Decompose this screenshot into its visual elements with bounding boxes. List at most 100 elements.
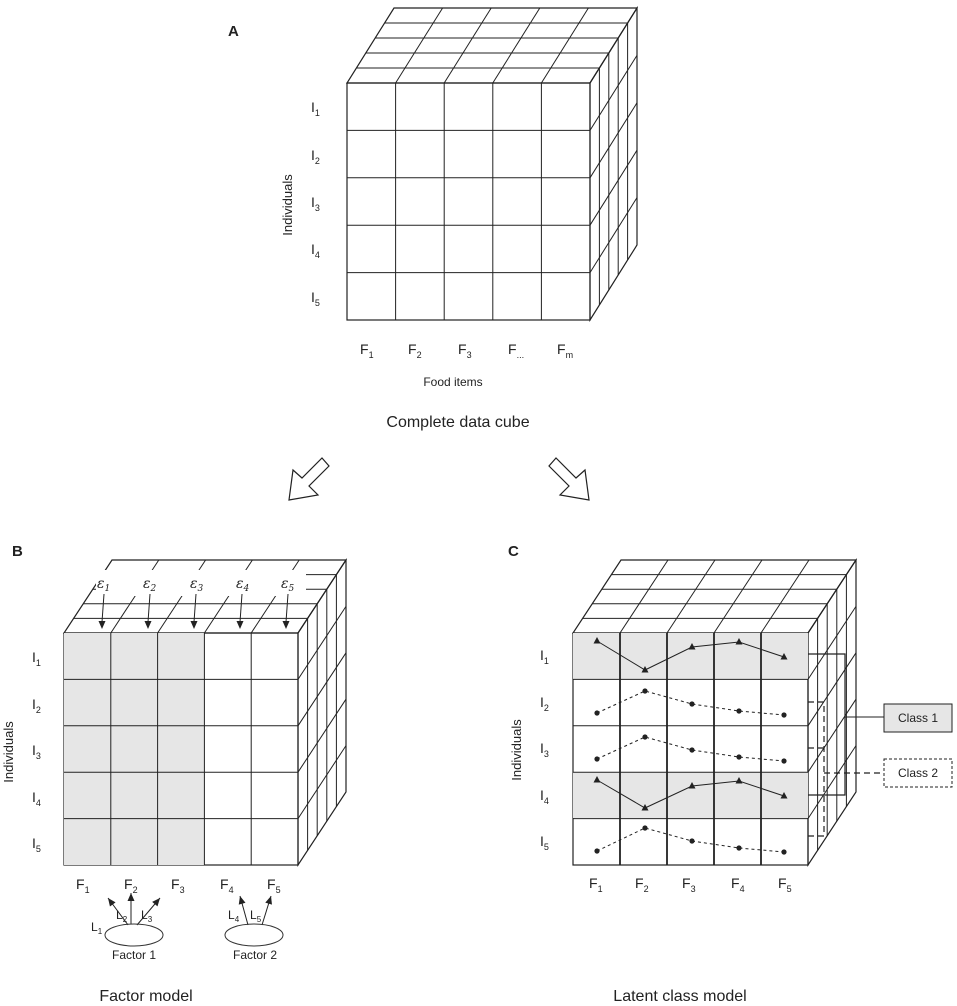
col-label-fm: Fm — [557, 341, 573, 360]
col-label-f4: F4 — [731, 875, 745, 894]
arrow-to-latent-class-model — [548, 457, 590, 501]
error-arrow-shaft — [239, 593, 243, 623]
error-label-e1: ε1 — [97, 576, 110, 594]
top-grid-depth-line — [713, 559, 763, 634]
panel-a-x-axis-label: Food items — [423, 375, 482, 389]
cube-a — [345, 5, 639, 323]
right-grid-depth-line — [589, 149, 638, 226]
loading-arrow-l1-head — [108, 898, 116, 907]
profile-marker-triangle — [641, 804, 649, 811]
cube-c-right-face — [807, 557, 857, 868]
right-grid-depth-line — [807, 698, 857, 773]
panel-c-y-axis-label: Individuals — [509, 719, 524, 781]
right-grid-depth-line — [297, 652, 347, 727]
error-arrow-head — [282, 621, 290, 629]
profile-marker-dot — [736, 845, 742, 851]
profile-line-i5 — [596, 827, 785, 853]
row-label-i1: I1 — [311, 99, 320, 118]
top-grid-depth-line — [443, 7, 492, 84]
profile-marker-triangle — [593, 776, 601, 783]
cube-c-shaded-row-i1 — [573, 633, 808, 679]
profile-marker-dot — [736, 708, 742, 714]
top-grid-depth-line — [492, 7, 541, 84]
col-label-fdots: F... — [508, 341, 524, 360]
cube-b-right-face — [297, 557, 347, 868]
cube-c — [571, 557, 858, 868]
factor-1-label: Factor 1 — [112, 948, 156, 962]
cube-a-front-face — [346, 82, 591, 321]
error-terms: ε1 ε2 ε3 ε4 ε5 — [96, 570, 306, 629]
panel-b-caption: Factor model — [99, 988, 192, 1005]
loading-label-l2: L2 — [116, 908, 128, 924]
profile-marker-triangle — [780, 792, 788, 799]
factor-2-ellipse — [224, 923, 284, 947]
loading-arrow-l4-head — [238, 896, 246, 905]
error-label-e5: ε5 — [281, 576, 295, 594]
col-label-f3: F3 — [171, 876, 185, 895]
loading-arrows — [107, 893, 272, 926]
cube-a-right-face — [589, 5, 638, 323]
right-grid-depth-line — [807, 745, 857, 819]
profile-marker-triangle — [688, 782, 696, 789]
profile-marker-dot — [781, 712, 787, 718]
col-label-f1: F1 — [76, 876, 90, 895]
col-label-f2: F2 — [635, 875, 649, 894]
profile-marker-dot — [781, 758, 787, 764]
profile-marker-triangle — [641, 666, 649, 673]
loading-arrow-l2-head — [127, 893, 135, 901]
row-label-i4: I4 — [32, 789, 41, 808]
error-arrow-shaft — [285, 593, 289, 623]
row-label-i5: I5 — [32, 835, 41, 854]
cube-c-grid — [573, 559, 857, 865]
class-2-box — [883, 758, 953, 788]
row-label-i3: I3 — [540, 740, 549, 759]
cube-c-shaded-row-i4 — [573, 772, 808, 818]
row-label-i3: I3 — [311, 194, 320, 213]
row-label-i4: I4 — [540, 787, 549, 806]
panel-b-row-labels: I1 I2 I3 I4 I5 — [32, 649, 41, 854]
error-arrow-head — [98, 621, 106, 629]
col-label-f1: F1 — [360, 341, 374, 360]
profile-marker-triangle — [735, 638, 743, 645]
top-grid-depth-line — [395, 7, 444, 84]
profile-marker-dot — [642, 825, 648, 831]
col-label-f3: F3 — [458, 341, 472, 360]
row-label-i5: I5 — [311, 289, 320, 308]
profile-marker-triangle — [593, 637, 601, 644]
error-label-e4: ε4 — [236, 576, 250, 594]
panel-c-label: C — [508, 543, 519, 560]
row-label-i1: I1 — [32, 649, 41, 668]
loading-label-l3: L3 — [141, 908, 153, 924]
row-label-i1: I1 — [540, 647, 549, 666]
error-label-e3: ε3 — [190, 576, 204, 594]
profile-marker-dot — [736, 754, 742, 760]
panel-c: C I1 I2 I3 I4 I5 Individuals F1 F2 F3 F4… — [508, 543, 953, 1005]
factor-2-label: Factor 2 — [233, 948, 277, 962]
top-grid-depth-line — [666, 559, 716, 634]
profile-marker-triangle — [688, 643, 696, 650]
error-arrows — [98, 593, 290, 629]
panel-a: A I1 I2 I3 I4 I5 Individuals F1 F2 F3 F.… — [228, 5, 639, 431]
col-label-f3: F3 — [682, 875, 696, 894]
class-1-label: Class 1 — [898, 711, 938, 725]
right-grid-depth-line — [807, 606, 857, 680]
panel-a-col-labels: F1 F2 F3 F... Fm — [360, 341, 573, 360]
profile-marker-dot — [594, 710, 600, 716]
class-1-box — [883, 703, 953, 733]
loading-label-l1: L1 — [91, 920, 103, 936]
row-label-i2: I2 — [311, 147, 320, 166]
profile-marker-triangle — [735, 777, 743, 784]
panel-b-y-axis-label: Individuals — [1, 721, 16, 783]
cube-a-top-face — [345, 7, 639, 84]
panel-c-col-labels: F1 F2 F3 F4 F5 — [589, 875, 792, 894]
row-label-i4: I4 — [311, 241, 320, 260]
col-label-f2: F2 — [124, 876, 138, 895]
row-label-i2: I2 — [540, 694, 549, 713]
profile-marker-dot — [594, 848, 600, 854]
col-label-f4: F4 — [220, 876, 234, 895]
profile-marker-dot — [642, 734, 648, 740]
class-brackets: Class 1 Class 2 — [808, 653, 953, 837]
loading-arrow-l5-head — [265, 896, 272, 905]
right-grid-depth-line — [589, 197, 638, 273]
right-grid-depth-line — [589, 102, 638, 179]
